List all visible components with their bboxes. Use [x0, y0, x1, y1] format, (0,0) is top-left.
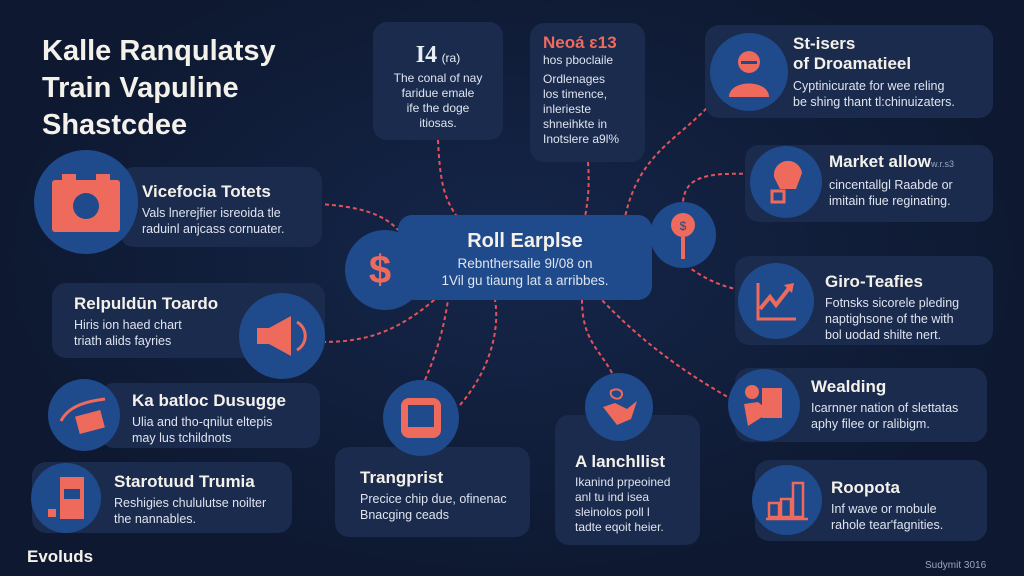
title-line: Train Vapuline [42, 72, 239, 104]
person-icon [710, 33, 788, 111]
text-line: be shing thant tl:chinuizaters. [793, 95, 955, 109]
megaphone-icon [239, 293, 325, 379]
text-line: aphy filee or ralibigm. [811, 417, 930, 431]
connector-vicefocia [317, 203, 399, 231]
item-heading: Ka batloc Dusugge [132, 391, 286, 410]
page-title: Kalle Ranqulatsy Train Vapuline Shastcde… [42, 33, 276, 144]
text-line: faridue emale [401, 86, 475, 100]
text-line: anl tu ind isea [575, 490, 650, 504]
text-line: may lus tchildnots [132, 431, 232, 445]
text-line: Bnacging ceads [360, 508, 449, 522]
item-heading: Starotuud Trumia [114, 472, 255, 491]
text-line: itiosas. [419, 116, 457, 130]
item-heading: Market alloww.r.s3 [829, 152, 954, 174]
stat-value: I4 [415, 42, 438, 68]
center-card: Roll Earplse Rebnthersaile 9l/08 on 1Vil… [398, 215, 652, 300]
connector-stat [437, 139, 459, 219]
connector-lanchllist [581, 299, 613, 374]
connector-note [584, 161, 590, 218]
text-line: triath alids fayries [74, 334, 172, 348]
connector-giro [689, 267, 741, 291]
item-heading: of Droamatieel [793, 54, 912, 73]
bar-chart-icon [752, 465, 822, 535]
stat-card: I4 (ra) The conal of nay faridue emale i… [373, 22, 503, 140]
footer-credit: Sudymit 3016 [925, 560, 987, 571]
text-line: Reshigies chululutse noilter [114, 496, 267, 510]
note-heading: Neoá ɛ13 [543, 33, 617, 52]
text-line: the nannables. [114, 512, 197, 526]
handshake-icon [585, 373, 653, 441]
heading-text: Market allow [829, 152, 932, 171]
text-line: Inf wave or mobule [831, 502, 937, 516]
item-heading: Relpuldūn Toardo [74, 294, 219, 313]
briefcase-icon [34, 150, 138, 254]
magnifier-icon: $ [650, 202, 716, 268]
text-line: bol uodad shilte nert. [825, 328, 942, 342]
text-line: naptighsone of the with [825, 312, 954, 326]
text-line: The conal of nay [393, 71, 483, 85]
text-line: Cyptinicurate for wee reling [793, 79, 945, 93]
item-heading: Vicefocia Totets [142, 182, 271, 201]
text-line: sleinolos poll l [575, 505, 650, 519]
worker-icon [728, 369, 800, 441]
connector-wealding [599, 297, 734, 401]
text-line: raduinl anjcass cornuater. [142, 222, 285, 236]
text-line: ife the doge [406, 101, 470, 115]
connector-trangprist [424, 299, 449, 381]
text-line: Ikanind prpeoined [575, 475, 671, 489]
text-line: tadte eqoit heier. [575, 520, 664, 534]
center-heading: Roll Earplse [467, 230, 583, 252]
note-card: Neoá ɛ13 hos pboclaile Ordlenages los ti… [530, 23, 645, 162]
item-heading: Trangprist [360, 468, 444, 487]
item-heading: A lanchllist [575, 452, 666, 471]
text-line: imitain fiue reginating. [829, 194, 951, 208]
connector-stisers [624, 97, 717, 218]
text-line: Ordlenages [543, 72, 606, 86]
text-line: Hiris ion haed chart [74, 318, 182, 332]
text-line: rahole tear'fagnities. [831, 518, 944, 532]
text-line: cincentallgl Raabde or [829, 178, 953, 192]
connector-relpuldun [321, 294, 441, 343]
item-heading: Wealding [811, 377, 887, 396]
title-line: Kalle Ranqulatsy [42, 35, 276, 67]
text-line: inlerieste [543, 102, 592, 116]
text-line: 1Vil gu tiaung lat a arribbes. [441, 273, 609, 288]
text-line: Precice chip due, ofinenac [360, 492, 507, 506]
connector-market [682, 172, 751, 203]
title-line: Shastcdee [42, 109, 188, 141]
text-line: Ulia and tho-qnilut eltepis [132, 415, 273, 429]
text-line: Fotnsks sicorele pleding [825, 296, 960, 310]
item-heading: St-isers [793, 34, 856, 53]
text-line: shneihkte in [543, 117, 608, 131]
text-line: Icarnner nation of slettatas [811, 401, 959, 415]
stat-heading: I4 (ra) [373, 42, 503, 69]
badge-icon [383, 380, 459, 456]
item-vicefocia: Vicefocia Totets Vals lnerejfier isreoid… [120, 167, 322, 247]
growth-chart-icon [738, 263, 814, 339]
connector-center-down [459, 299, 498, 406]
money-icon [48, 379, 120, 451]
footer-brand: Evoluds [27, 547, 94, 566]
text-line: Rebnthersaile 9l/08 on [457, 256, 593, 271]
text-line: Vals lnerejfier isreoida tle [142, 206, 281, 220]
svg-text:$: $ [680, 219, 687, 233]
item-heading: Roopota [831, 478, 900, 497]
stat-suffix: (ra) [441, 51, 461, 65]
item-heading: Giro-Teafies [825, 272, 923, 291]
text-line: hos pboclaile [543, 53, 614, 67]
helmet-icon [750, 146, 822, 218]
heading-small: w.r.s3 [931, 159, 955, 169]
text-line: los timence, [543, 87, 608, 101]
document-icon [31, 463, 101, 533]
item-batloc: Ka batloc Dusugge Ulia and tho-qnilut el… [100, 383, 320, 448]
text-line: Inotslere a9l% [543, 132, 620, 146]
